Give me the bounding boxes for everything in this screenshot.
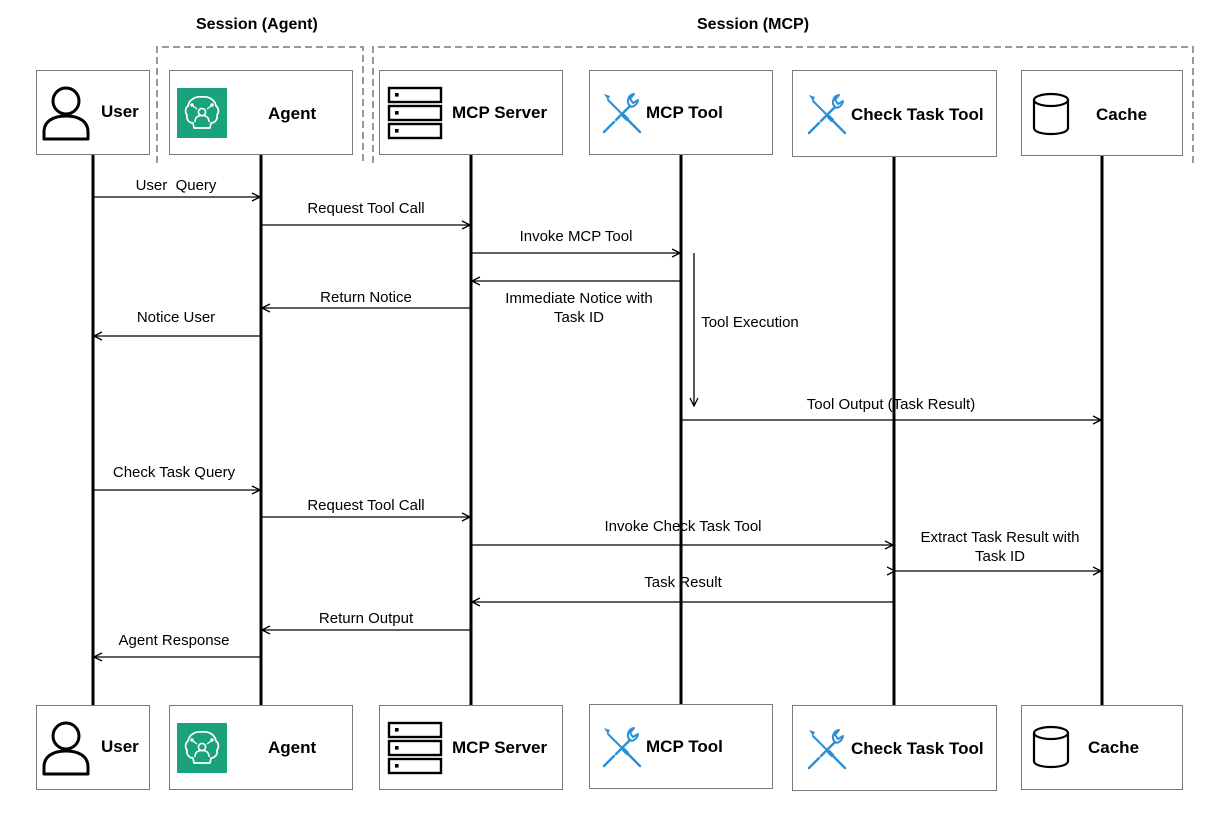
participant-agent-top: Agent [169, 70, 353, 155]
message-label-request-tool-call-2: Request Tool Call [307, 497, 425, 514]
message-label-invoke-check-task-tool: Invoke Check Task Tool [604, 518, 762, 535]
database-icon [1032, 92, 1070, 136]
message-label-extract-task-result: Extract Task Result with Task ID [920, 529, 1080, 565]
participant-mcp-tool-bottom: MCP Tool [589, 704, 773, 789]
participant-label: Check Task Tool [851, 105, 984, 124]
participant-label: Agent [268, 104, 317, 123]
database-icon [1032, 725, 1070, 769]
tools-icon [807, 729, 847, 770]
message-label-check-task-query: Check Task Query [112, 464, 236, 481]
session-mcp-title: Session (MCP) [697, 16, 810, 33]
participant-mcp-server-bottom: MCP Server [379, 705, 563, 790]
message-label-request-tool-call-1: Request Tool Call [307, 200, 425, 217]
message-label-task-result: Task Result [644, 574, 722, 591]
server-icon [387, 86, 443, 140]
participant-user-bottom: User [36, 705, 150, 790]
participant-label: Check Task Tool [851, 739, 984, 758]
message-label-tool-execution: Tool Execution [701, 314, 799, 331]
participant-label: User [101, 737, 139, 756]
session-agent-title: Session (Agent) [196, 16, 318, 33]
message-label-return-output: Return Output [318, 610, 414, 627]
participant-label: Cache [1096, 105, 1148, 124]
server-icon [387, 721, 443, 775]
tools-icon [807, 94, 847, 135]
message-label-tool-output: Tool Output (Task Result) [806, 396, 976, 413]
participant-label: MCP Server [452, 103, 548, 122]
agent-brain-icon [177, 723, 227, 773]
user-icon [42, 721, 90, 776]
message-label-notice-user: Notice User [136, 309, 216, 326]
participant-mcp-tool-top: MCP Tool [589, 70, 773, 155]
message-label-return-notice: Return Notice [320, 289, 412, 306]
participant-cache-top: Cache [1021, 70, 1183, 156]
tools-icon [602, 727, 642, 768]
session-mcp-boundary [372, 46, 1194, 163]
participant-label: MCP Tool [646, 103, 723, 122]
message-label-agent-response: Agent Response [118, 632, 230, 649]
participant-check-task-tool-top: Check Task Tool [792, 70, 997, 157]
participant-agent-bottom: Agent [169, 705, 353, 790]
message-label-user-query: User Query [135, 177, 217, 194]
participant-mcp-server-top: MCP Server [379, 70, 563, 155]
participant-cache-bottom: Cache [1021, 705, 1183, 790]
participant-user-top: User [36, 70, 150, 155]
message-label-invoke-mcp-tool: Invoke MCP Tool [519, 228, 633, 245]
participant-label: Agent [268, 738, 317, 757]
participant-check-task-tool-bottom: Check Task Tool [792, 705, 997, 791]
participant-label: User [101, 102, 139, 121]
agent-brain-icon [177, 88, 227, 138]
session-agent-boundary [156, 46, 364, 163]
participant-label: MCP Server [452, 738, 548, 757]
participant-label: Cache [1088, 738, 1140, 757]
tools-icon [602, 93, 642, 134]
user-icon [42, 86, 90, 141]
message-label-immediate-notice: Immediate Notice with Task ID [505, 290, 653, 326]
participant-label: MCP Tool [646, 737, 723, 756]
